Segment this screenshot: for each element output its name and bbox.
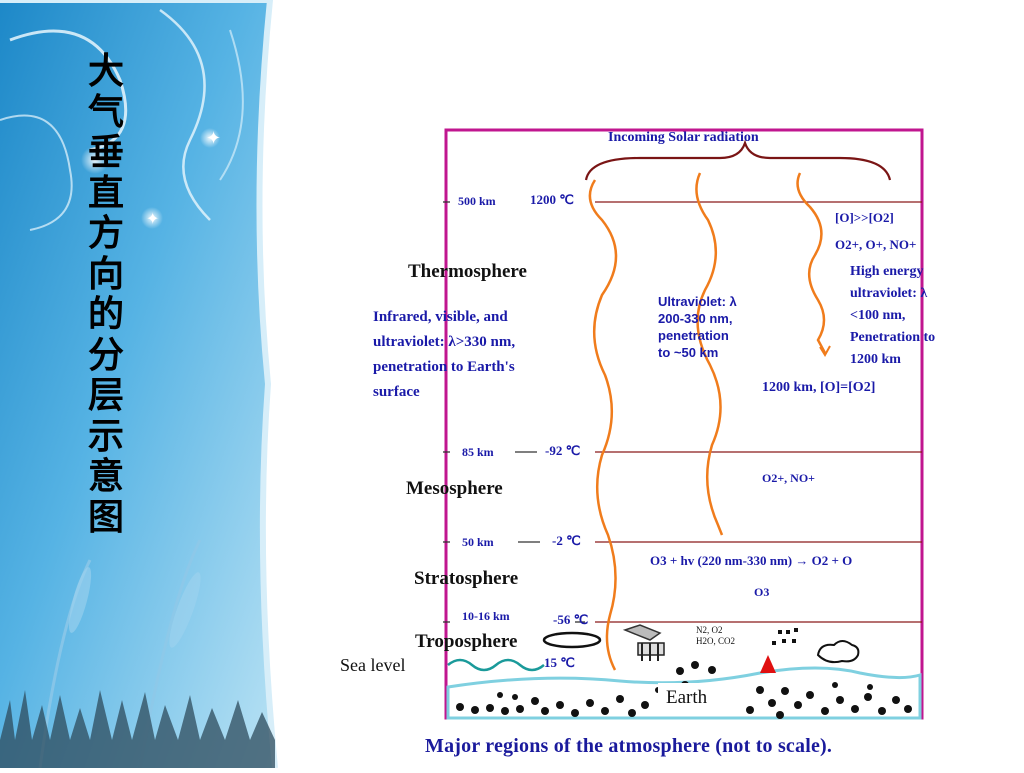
cloud-flat xyxy=(542,631,602,649)
high-energy-note: High energy ultraviolet: λ <100 nm, Pene… xyxy=(850,264,936,367)
solar-brace xyxy=(584,139,892,181)
tropo-gases: N2, O2 H2O, CO2 xyxy=(696,625,736,646)
stratosphere-label: Stratosphere xyxy=(414,568,519,589)
thermo-note: Infrared, visible, and ultraviolet: λ>33… xyxy=(373,309,516,400)
temp-minus-92: -92 ℃ xyxy=(545,443,581,458)
earth-label: Earth xyxy=(666,687,708,708)
ray-visible xyxy=(588,179,618,671)
diagram-graphics xyxy=(443,128,924,720)
incoming-solar-label: Incoming Solar radiation xyxy=(608,130,759,145)
ions-meso: O2+, NO+ xyxy=(762,471,816,485)
ozone-label: O3 xyxy=(754,585,770,599)
temp-minus-2: -2 ℃ xyxy=(552,533,581,548)
o-equals-o2: 1200 km, [O]=[O2] xyxy=(762,380,876,395)
sidebar-background: ✦ ✦ xyxy=(0,0,278,769)
sea-wave xyxy=(447,658,545,672)
volcano xyxy=(760,655,776,673)
altitude-10-16km: 10-16 km xyxy=(462,609,510,623)
temp-minus-56: -56 ℃ xyxy=(553,612,589,627)
uv-note: Ultraviolet: λ 200-330 nm, penetration t… xyxy=(658,294,737,360)
o-greater-o2: [O]>>[O2] xyxy=(835,210,894,225)
ions-top: O2+, O+, NO+ xyxy=(835,237,917,252)
mesosphere-label: Mesosphere xyxy=(406,478,503,499)
atmosphere-diagram: Incoming Solar radiation 500 km 1200 ℃ T… xyxy=(340,125,980,725)
ray-uv xyxy=(695,172,724,536)
cloud-right xyxy=(816,640,860,664)
altitude-500km: 500 km xyxy=(458,194,496,208)
svg-text:✦: ✦ xyxy=(206,128,221,149)
vertical-slide-title: 大气垂直方向的分层示意图 xyxy=(87,51,124,538)
diagram-caption: Major regions of the atmosphere (not to … xyxy=(425,735,833,757)
ozone-reaction: O3 + hv (220 nm-330 nm) → O2 + O xyxy=(650,553,853,568)
earth-label-box xyxy=(658,683,718,713)
thermosphere-label: Thermosphere xyxy=(408,261,527,282)
factory-smoke xyxy=(622,624,662,641)
decorative-sidebar: ✦ ✦ 大气垂直方向的分层示意图 xyxy=(0,0,285,769)
troposphere-label: Troposphere xyxy=(415,631,518,652)
temp-15: 15 ℃ xyxy=(544,655,575,670)
altitude-85km: 85 km xyxy=(462,445,494,459)
sea-level-label: Sea level xyxy=(340,655,406,675)
ray-high-energy xyxy=(796,172,827,354)
svg-text:✦: ✦ xyxy=(146,209,159,228)
altitude-50km: 50 km xyxy=(462,535,494,549)
temp-1200: 1200 ℃ xyxy=(530,192,574,207)
